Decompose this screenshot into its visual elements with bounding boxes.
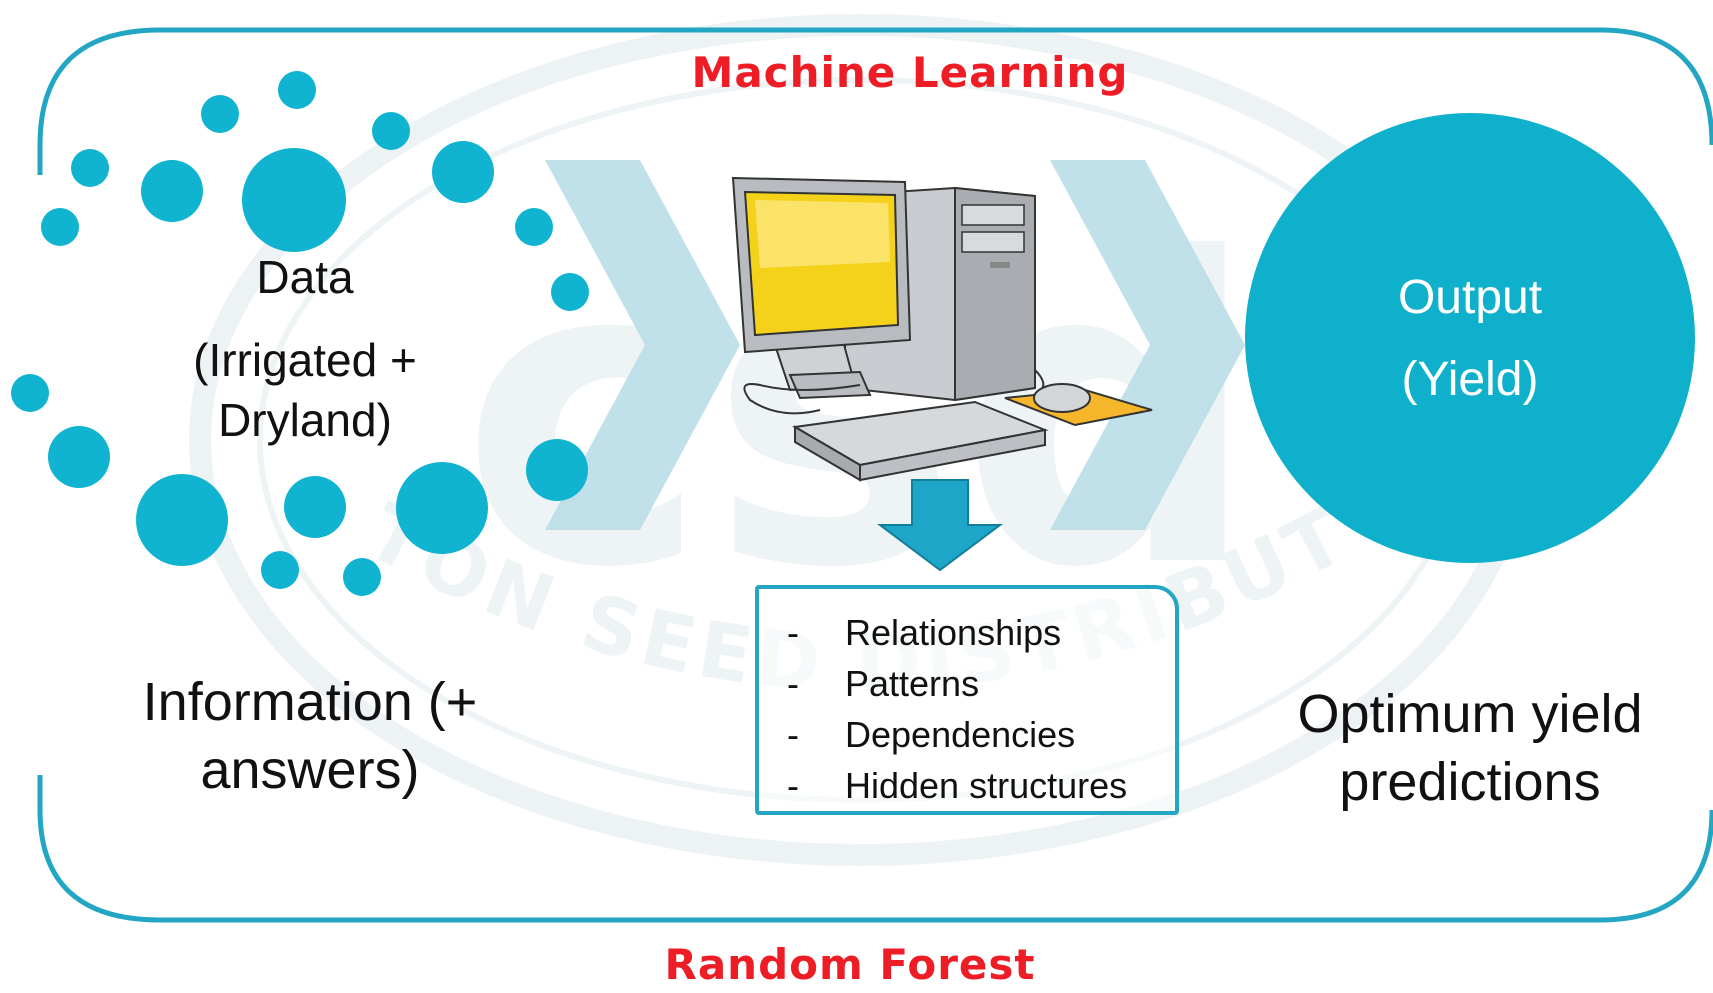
output-subtitle: (Yield) [1401,353,1539,406]
list-item-label: Relationships [845,612,1062,653]
bullet-dash: - [787,612,799,653]
computer-icon [731,176,1153,482]
list-item-label: Patterns [845,663,980,704]
list-item: - Hidden structures [787,760,1175,811]
list-item: - Relationships [787,607,1175,658]
data-dots [11,71,589,596]
down-arrow-icon [877,479,1003,572]
chevron-left [545,160,740,530]
bullet-dash: - [787,714,799,755]
information-caption: Information (+ answers) [142,672,478,800]
list-item-label: Hidden structures [845,765,1128,806]
data-label: Data [256,251,354,303]
machine-learning-title: Machine Learning [691,48,1129,97]
list-item: - Dependencies [787,709,1175,760]
chevron-right [1050,160,1245,530]
chevron-arrows [545,160,1245,530]
ml-findings-box: - Relationships - Patterns - Dependencies -… [755,585,1179,815]
optimum-yield-caption: Optimum yield predictions [1297,684,1643,812]
random-forest-title: Random Forest [664,940,1036,989]
bullet-dash: - [787,765,799,806]
list-item: - Patterns [787,658,1175,709]
list-item-label: Dependencies [845,714,1076,755]
bullet-dash: - [787,663,799,704]
output-label: Output [1397,271,1543,324]
data-subtitle: (Irrigated + Dryland) [193,334,417,446]
output-circle [1245,113,1695,563]
outer-frame [37,27,1713,923]
